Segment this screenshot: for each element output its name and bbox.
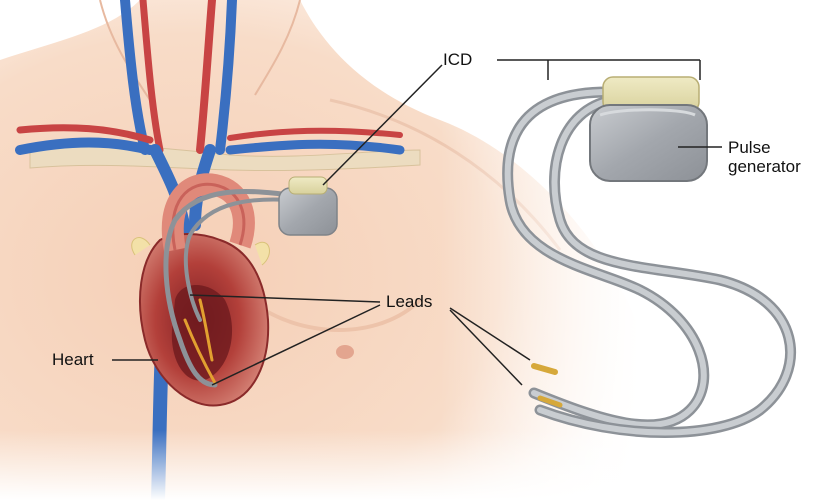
heart-label: Heart: [52, 350, 94, 369]
pulse-generator-label-line2: generator: [728, 157, 801, 176]
icd-label: ICD: [443, 50, 472, 69]
pulse-generator-label-line1: Pulse: [728, 138, 801, 157]
pulse-generator-label: Pulse generator: [728, 138, 801, 176]
leads-label: Leads: [386, 292, 432, 311]
